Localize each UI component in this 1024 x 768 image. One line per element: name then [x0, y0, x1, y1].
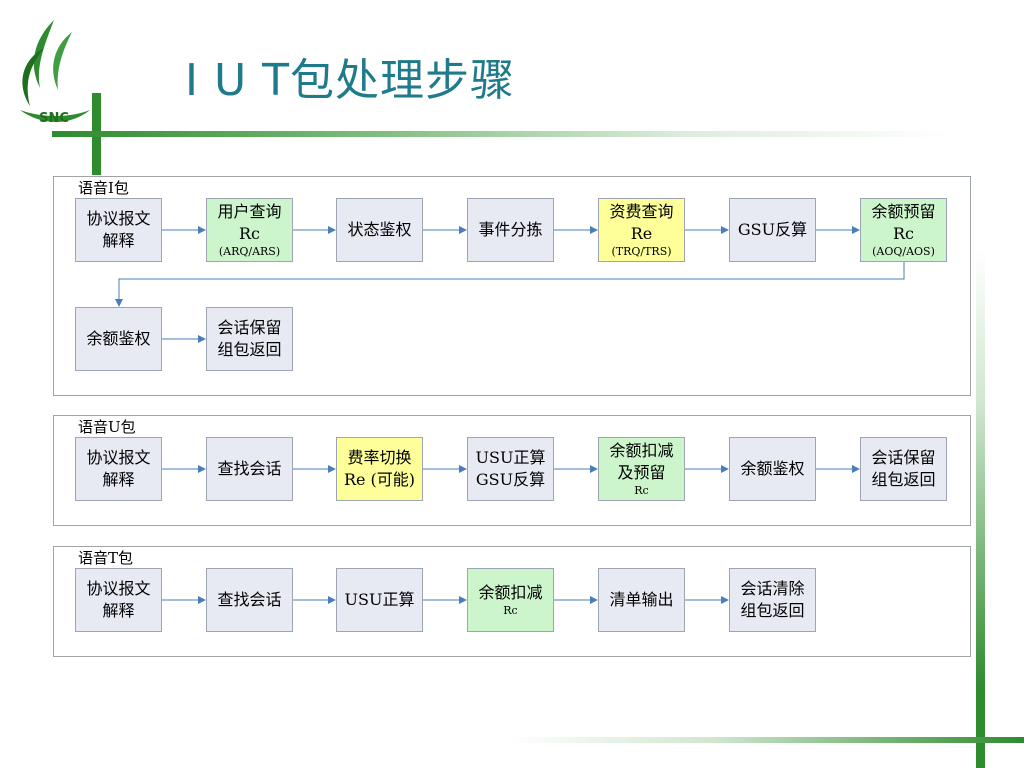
step-box: 查找会话: [206, 568, 293, 632]
step-box: 清单输出: [598, 568, 685, 632]
step-box: 会话清除组包返回: [729, 568, 816, 632]
svg-text:SNC: SNC: [39, 111, 69, 126]
page-title: I U T包处理步骤: [185, 55, 516, 106]
step-box: 事件分拣: [467, 198, 554, 262]
step-box: 协议报文解释: [75, 437, 162, 501]
step-box: 状态鉴权: [336, 198, 423, 262]
step-box: GSU反算: [729, 198, 816, 262]
step-box: 余额鉴权: [75, 307, 162, 371]
step-box: 会话保留组包返回: [860, 437, 947, 501]
snc-logo-icon: SNC: [20, 20, 90, 126]
step-box: 余额鉴权: [729, 437, 816, 501]
step-box: USU正算: [336, 568, 423, 632]
section-label: 语音U包: [78, 418, 136, 436]
step-box: 查找会话: [206, 437, 293, 501]
bottom-accent-bar: [510, 737, 1024, 743]
section-label: 语音I包: [78, 179, 129, 197]
step-box: 会话保留组包返回: [206, 307, 293, 371]
step-box: 协议报文解释: [75, 198, 162, 262]
section-label: 语音T包: [78, 549, 134, 567]
right-accent-bar: [976, 250, 985, 768]
step-box: 协议报文解释: [75, 568, 162, 632]
title-underline-bar: [52, 131, 952, 137]
